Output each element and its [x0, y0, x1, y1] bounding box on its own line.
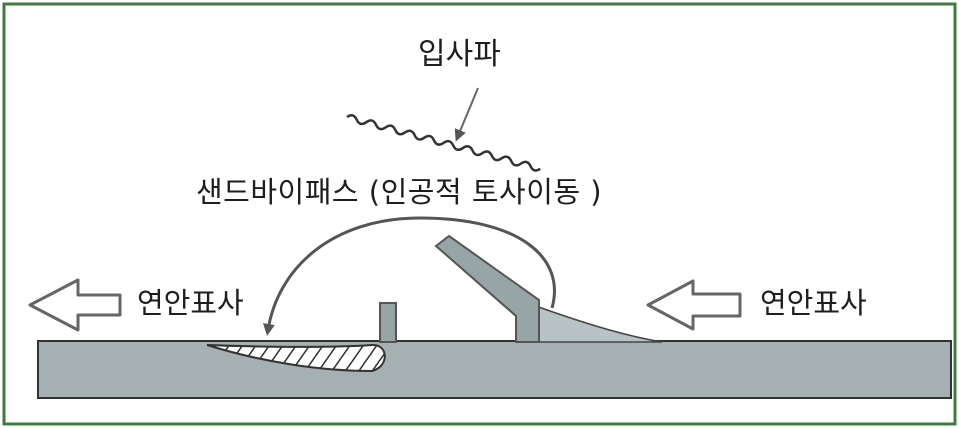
sand-bypass-arrow — [263, 216, 556, 336]
longshore-label-left: 연안표사 — [137, 286, 244, 320]
incident-wave-label: 입사파 — [418, 37, 501, 72]
incident-wave-line — [346, 114, 541, 172]
seabed-block — [37, 340, 952, 399]
breakwater — [434, 234, 540, 343]
longshore-arrow-right — [646, 279, 742, 331]
nourishment-zone — [206, 343, 386, 373]
sand-bypass-label: 샌드바이패스 (인공적 토사이동 ) — [196, 175, 603, 209]
sand-accumulation — [532, 303, 663, 343]
longshore-arrow-left — [28, 278, 122, 332]
incident-wave-pointer — [454, 87, 479, 142]
longshore-label-right: 연안표사 — [760, 286, 867, 320]
groin — [379, 302, 397, 343]
